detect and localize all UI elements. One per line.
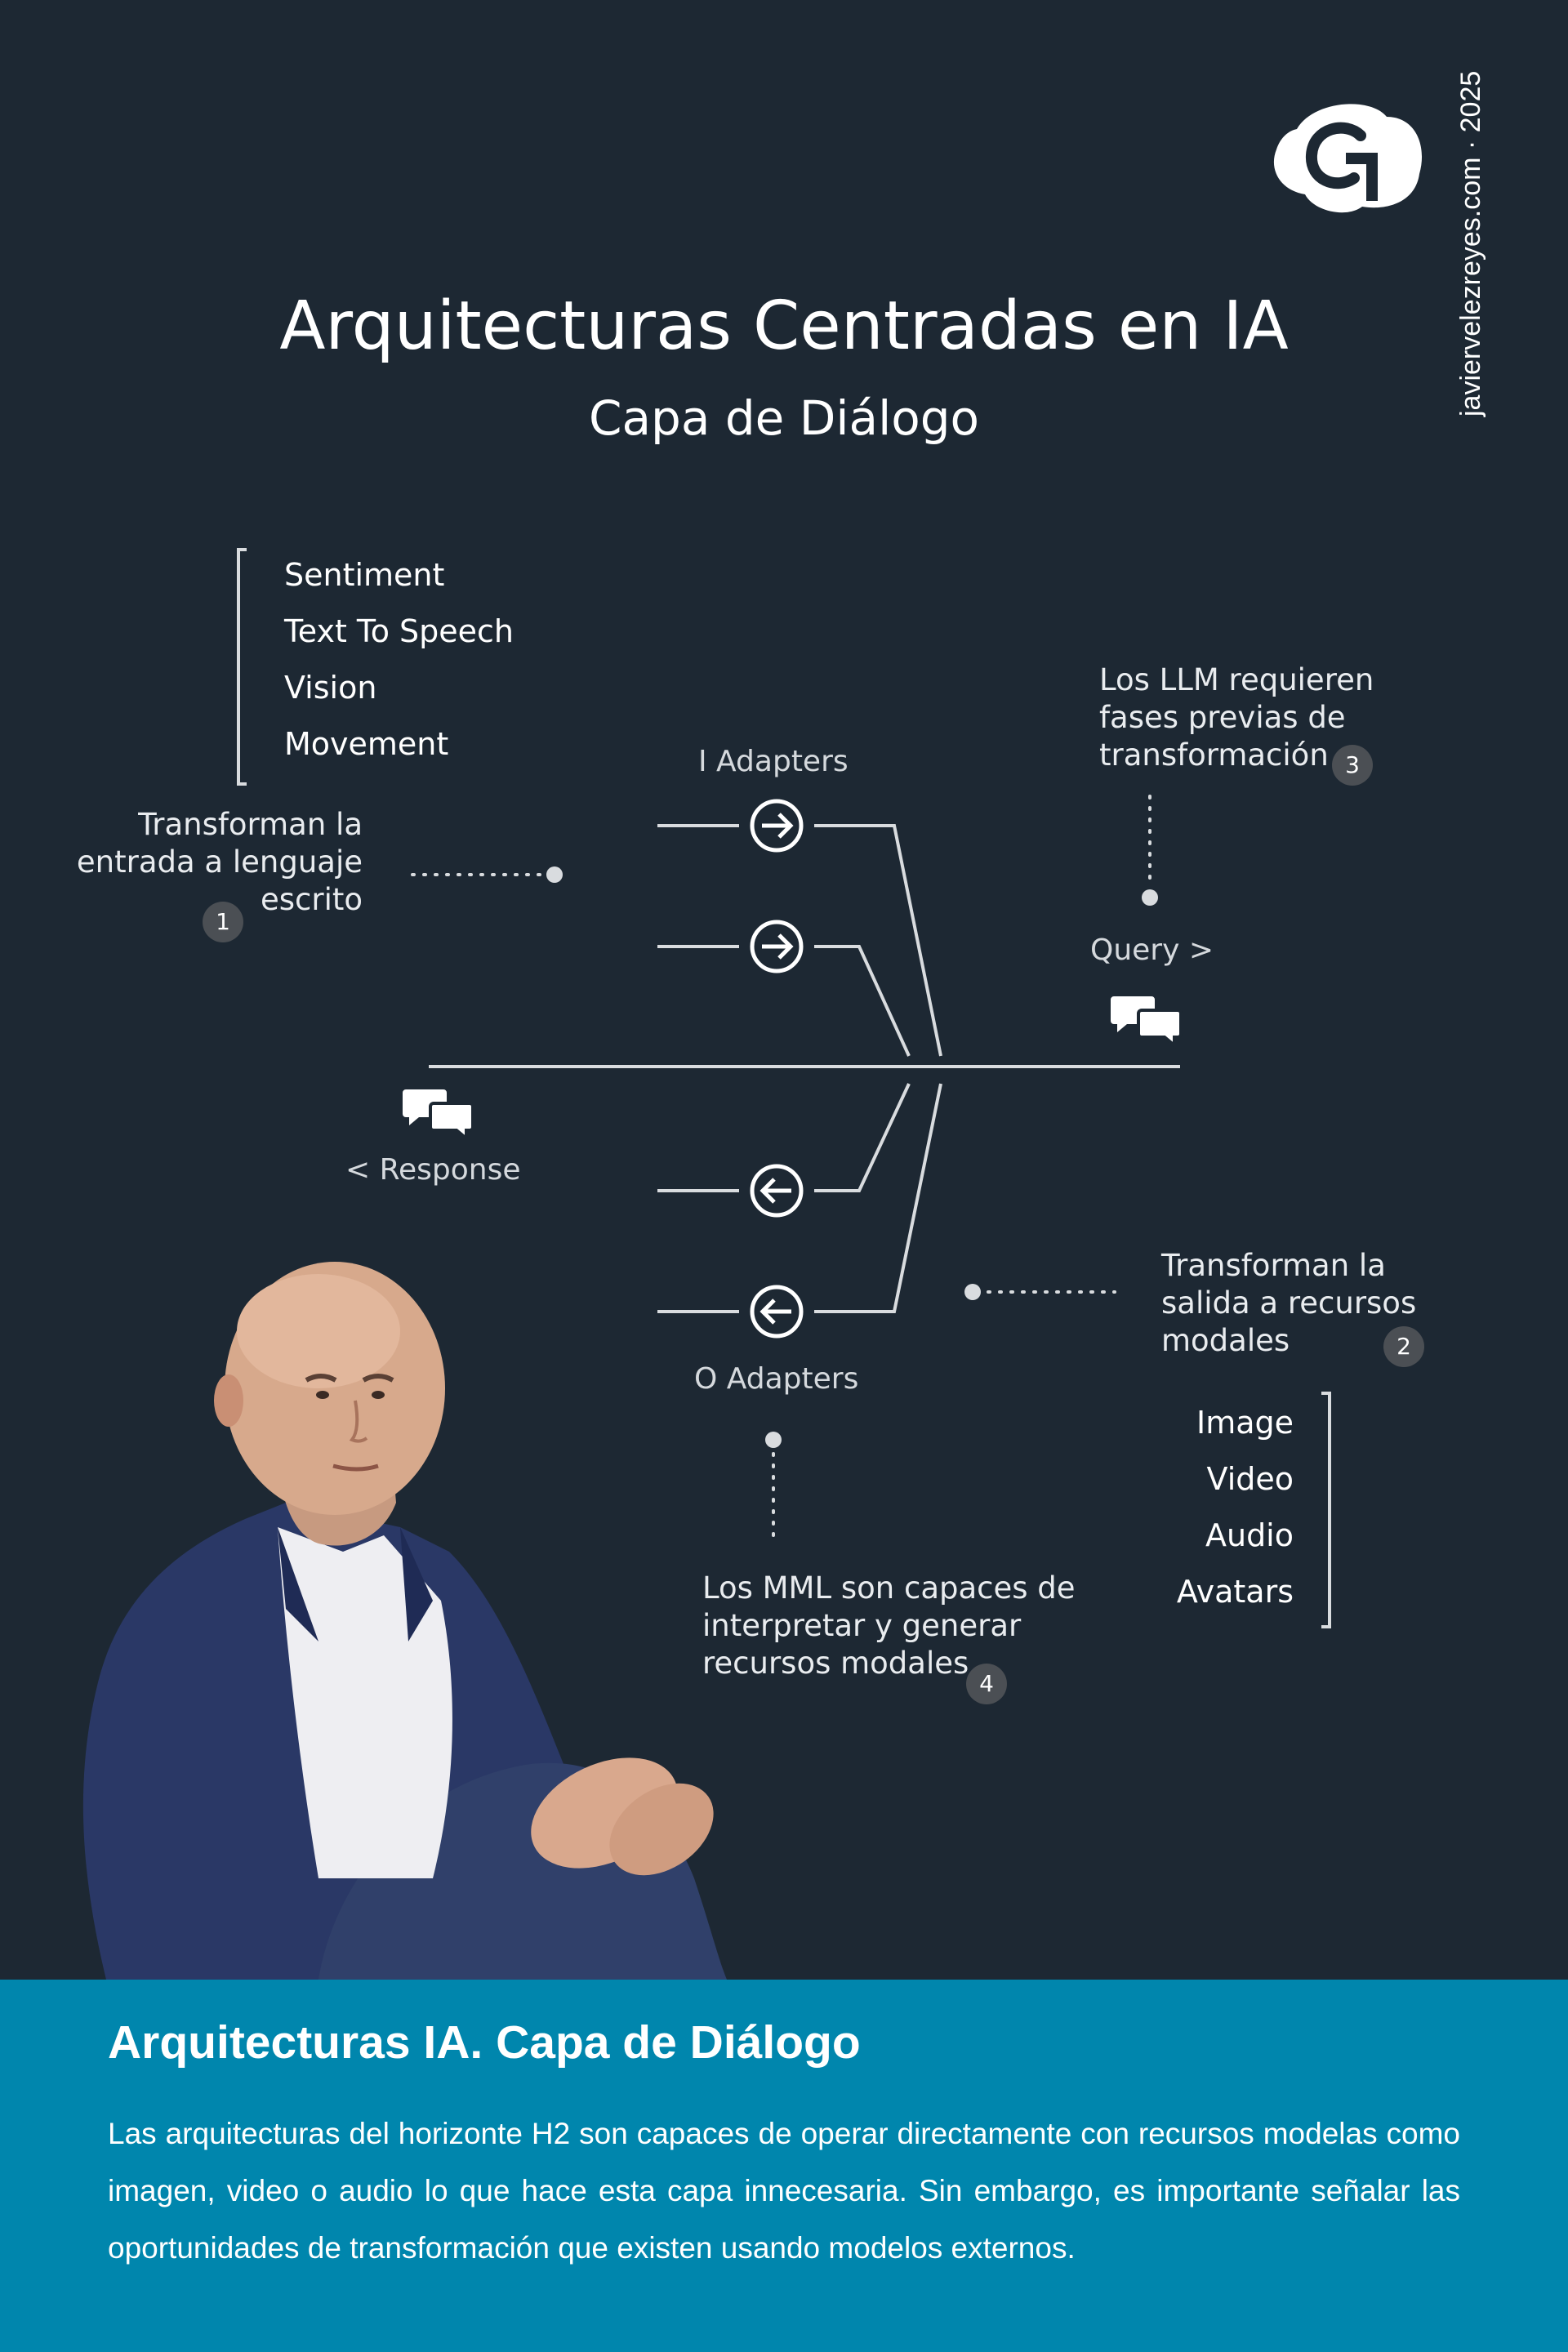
i-adapters-label: I Adapters: [698, 745, 849, 778]
note-2: Transforman la salida a recursos modales: [1161, 1247, 1416, 1360]
note-1-line: entrada a lenguaje: [76, 844, 363, 880]
output-bracket: [1321, 1392, 1331, 1628]
adapter-out-2-icon: [750, 1285, 804, 1339]
output-resource: Audio: [1205, 1517, 1294, 1553]
note-1: Transforman la entrada a lenguaje escrit…: [77, 806, 363, 919]
note-3-line: fases previas de: [1099, 700, 1346, 735]
note-1-line: Transforman la: [138, 807, 363, 842]
adapter-in-2-icon: [750, 920, 804, 973]
note-3-line: Los LLM requieren: [1099, 662, 1374, 697]
page-subtitle: Capa de Diálogo: [589, 390, 979, 446]
note-1-badge: 1: [203, 902, 243, 942]
brand-logo-icon: [1273, 104, 1423, 213]
note-3-badge: 3: [1332, 745, 1373, 786]
input-capability: Vision: [284, 670, 377, 706]
response-chat-icon: [403, 1089, 474, 1143]
page-title: Arquitecturas Centradas en IA: [279, 287, 1289, 365]
output-resource: Video: [1206, 1461, 1294, 1497]
note-4-badge: 4: [966, 1664, 1007, 1704]
query-chat-icon: [1111, 996, 1183, 1049]
note-4-line: interpretar y generar: [702, 1608, 1022, 1643]
note-2-line: salida a recursos: [1161, 1285, 1417, 1321]
output-resource: Avatars: [1176, 1574, 1294, 1610]
note-4-line: recursos modales: [702, 1646, 969, 1681]
person-photo: [82, 1262, 727, 1980]
query-label: Query >: [1090, 933, 1214, 967]
input-capability: Text To Speech: [284, 613, 514, 649]
input-capability: Sentiment: [284, 557, 445, 593]
response-label: < Response: [345, 1153, 521, 1187]
description-panel: [0, 1980, 1568, 2352]
adapter-out-1-icon: [750, 1164, 804, 1218]
note-4: Los MML son capaces de interpretar y gen…: [702, 1570, 1076, 1682]
description-body: Las arquitecturas del horizonte H2 son c…: [108, 2117, 1460, 2265]
output-resource: Image: [1196, 1405, 1294, 1441]
note-2-line: modales: [1161, 1323, 1290, 1358]
note-3-line: transformación: [1099, 737, 1329, 773]
note-3: Los LLM requieren fases previas de trans…: [1099, 662, 1374, 774]
adapter-in-1-icon: [750, 799, 804, 853]
input-bracket: [237, 548, 247, 786]
diagram-lines: [237, 548, 1331, 1628]
note-2-line: Transforman la: [1161, 1248, 1386, 1283]
input-capability: Movement: [284, 726, 449, 762]
note-1-line: escrito: [260, 882, 363, 917]
note-2-badge: 2: [1383, 1326, 1424, 1367]
o-adapters-label: O Adapters: [694, 1362, 859, 1396]
description-title: Arquitecturas IA. Capa de Diálogo: [108, 2016, 861, 2069]
note-4-line: Los MML son capaces de: [702, 1570, 1076, 1606]
